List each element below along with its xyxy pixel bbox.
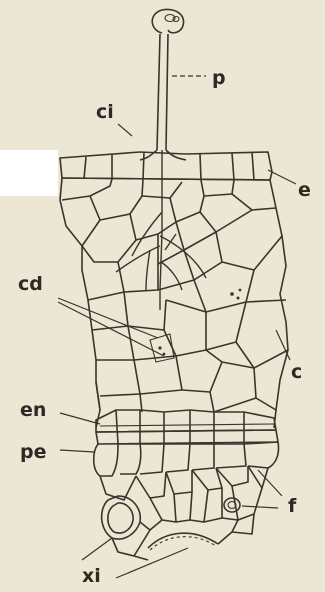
intracellular-hyphae [116, 150, 206, 310]
label-c: c [291, 361, 302, 383]
label-p: p [212, 67, 226, 89]
blank-patch [0, 150, 58, 196]
epidermis-layer [60, 152, 272, 180]
label-e: e [298, 179, 311, 201]
label-f: f [288, 495, 297, 517]
label-pe: pe [20, 441, 47, 463]
label-xi: xi [82, 565, 101, 587]
leader-lines [58, 76, 296, 578]
label-en: en [20, 399, 46, 421]
endodermis-layer [96, 410, 278, 444]
label-ci: ci [96, 101, 114, 123]
stele-region [100, 466, 268, 560]
label-cd: cd [18, 273, 43, 295]
penetration-peg [140, 9, 186, 160]
cortex-layer [60, 178, 288, 428]
